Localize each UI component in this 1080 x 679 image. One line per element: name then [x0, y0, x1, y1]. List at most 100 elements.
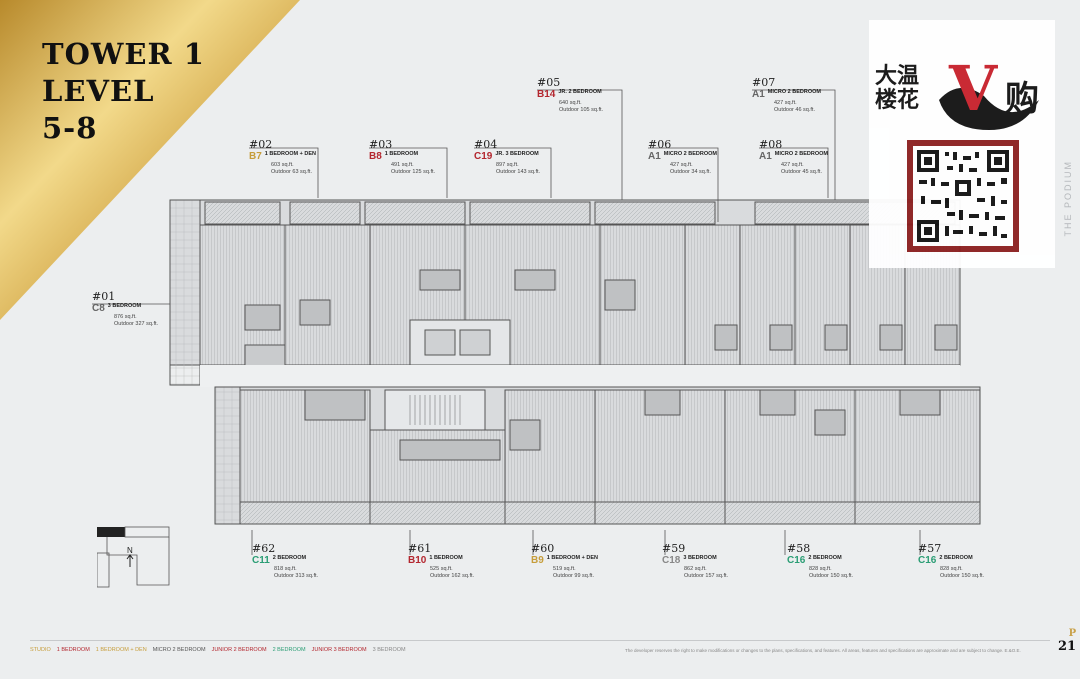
unit-code: C18 [662, 555, 681, 566]
legend-studio: STUDIO [30, 647, 51, 653]
leader-lines [92, 89, 921, 555]
legend-3-bedroom: 3 BEDROOM [372, 647, 406, 653]
unit-area: 897 sq.ft. [496, 162, 519, 168]
svg-text:V: V [948, 52, 998, 125]
unit-type: 3 BEDROOM [683, 555, 717, 561]
unit-code: B9 [531, 555, 544, 566]
gold-corner-decoration [0, 0, 300, 320]
unit-code: C8 [92, 303, 105, 314]
unit-number: #57 [918, 542, 942, 555]
unit-number: #62 [252, 542, 276, 555]
unit-area: 525 sq.ft. [430, 566, 453, 572]
title-line-3: 5-8 [42, 111, 98, 145]
unit-outdoor: Outdoor 125 sq.ft. [391, 169, 436, 175]
legend-1-bedroom-den: 1 BEDROOM + DEN [95, 647, 147, 653]
unit-number: #02 [249, 138, 273, 151]
unit-outdoor: Outdoor 150 sq.ft. [940, 573, 985, 579]
unit-code: A1 [648, 151, 661, 162]
unit-number: #61 [408, 542, 432, 555]
unit-type-legend: STUDIO 1 BEDROOM 1 BEDROOM + DEN MICRO 2… [30, 647, 406, 653]
unit-code: A1 [752, 89, 765, 100]
lower-wing [214, 386, 981, 525]
unit-outdoor: Outdoor 34 sq.ft. [670, 169, 711, 175]
unit-area: 427 sq.ft. [781, 162, 804, 168]
legend-junior-3-bedroom: JUNIOR 3 BEDROOM [311, 647, 367, 653]
unit-type: 2 BEDROOM [808, 555, 842, 561]
unit-number: #07 [752, 76, 776, 89]
unit-number: #58 [787, 542, 811, 555]
unit-outdoor: Outdoor 157 sq.ft. [684, 573, 729, 579]
unit-number: #08 [759, 138, 783, 151]
unit-area: 862 sq.ft. [684, 566, 707, 572]
watermark-overlay: 大温 楼花 V 购 [869, 20, 1055, 268]
page-num: 21 [1058, 639, 1077, 654]
unit-area: 427 sq.ft. [774, 100, 797, 106]
unit-type: 1 BEDROOM [384, 151, 419, 157]
unit-number: #03 [369, 138, 393, 151]
unit-type: 2 BEDROOM [939, 555, 973, 561]
page-number: P 21 [1058, 628, 1076, 654]
unit-type: JR. 3 BEDROOM [495, 151, 539, 157]
unit-code: B10 [408, 555, 427, 566]
page-title: TOWER 1 LEVEL 5-8 [42, 36, 205, 147]
unit-code: C11 [252, 555, 270, 566]
unit-number: #01 [92, 290, 116, 303]
unit-outdoor: Outdoor 105 sq.ft. [559, 107, 604, 113]
unit-type: MICRO 2 BEDROOM [663, 151, 717, 157]
unit-type: JR. 2 BEDROOM [558, 89, 602, 95]
unit-code: B14 [537, 89, 556, 100]
unit-type: 1 BEDROOM [429, 555, 463, 561]
unit-area: 818 sq.ft. [274, 566, 297, 572]
unit-outdoor: Outdoor 150 sq.ft. [809, 573, 854, 579]
unit-code: B7 [249, 151, 262, 162]
unit-code: A1 [759, 151, 772, 162]
legend-micro-2-bedroom: MICRO 2 BEDROOM [152, 647, 206, 653]
unit-outdoor: Outdoor 313 sq.ft. [274, 573, 319, 579]
unit-area: 876 sq.ft. [114, 314, 137, 320]
unit-area: 427 sq.ft. [670, 162, 693, 168]
unit-area: 640 sq.ft. [559, 100, 582, 106]
unit-outdoor: Outdoor 327 sq.ft. [114, 321, 159, 327]
key-plan-compass: N [97, 526, 170, 588]
unit-type: 1 BEDROOM + DEN [264, 151, 316, 157]
page-section: P [1068, 628, 1077, 639]
upper-wing [169, 199, 961, 386]
watermark-text: 大温 楼花 [875, 63, 920, 113]
unit-outdoor: Outdoor 143 sq.ft. [496, 169, 541, 175]
unit-code: C19 [474, 151, 493, 162]
legend-junior-2-bedroom: JUNIOR 2 BEDROOM [211, 647, 267, 653]
title-line-2: LEVEL [42, 74, 155, 108]
unit-number: #04 [474, 138, 498, 151]
unit-area: 491 sq.ft. [391, 162, 414, 168]
watermark-logo: V 购 [939, 52, 1039, 130]
unit-area: 828 sq.ft. [809, 566, 832, 572]
footer-divider [30, 640, 1050, 641]
north-label: N [127, 546, 133, 555]
unit-code: C16 [787, 555, 806, 566]
unit-outdoor: Outdoor 45 sq.ft. [781, 169, 822, 175]
unit-code: C16 [918, 555, 937, 566]
unit-number: #60 [531, 542, 555, 555]
unit-number: #05 [537, 76, 561, 89]
unit-outdoor: Outdoor 63 sq.ft. [271, 169, 312, 175]
legend-2-bedroom: 2 BEDROOM [272, 647, 306, 653]
unit-number: #59 [662, 542, 686, 555]
unit-type: MICRO 2 BEDROOM [774, 151, 828, 157]
unit-outdoor: Outdoor 99 sq.ft. [553, 573, 594, 579]
unit-area: 828 sq.ft. [940, 566, 963, 572]
svg-text:购: 购 [1005, 79, 1039, 119]
unit-type: 1 BEDROOM + DEN [546, 555, 598, 561]
legend-1-bedroom: 1 BEDROOM [56, 647, 90, 653]
